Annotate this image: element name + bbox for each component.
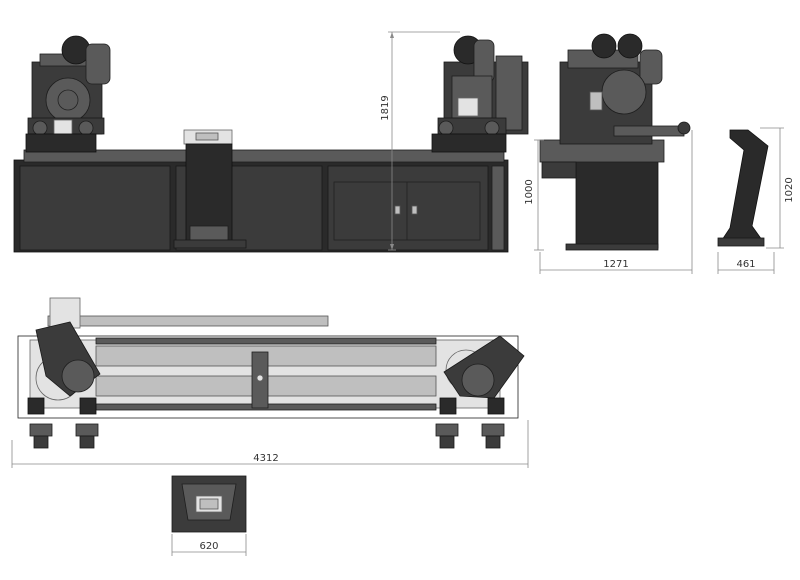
top-right-head (439, 335, 525, 415)
dimension-side-height: 1000 (524, 139, 544, 251)
dimension-profile-height: 1020 (760, 127, 795, 249)
control-width-label: 620 (199, 541, 218, 552)
overall-length-label: 4312 (253, 453, 278, 464)
profile-width-label: 461 (736, 259, 755, 270)
left-cutting-head (25, 35, 111, 153)
side-width-label: 1271 (603, 259, 628, 270)
dimension-side-width: 1271 (539, 130, 693, 274)
right-cutting-head (431, 35, 529, 153)
top-view: 4312 (11, 297, 529, 468)
top-left-head (27, 321, 101, 415)
front-height-label: 1819 (380, 95, 391, 120)
control-panel-view: 620 (171, 475, 247, 556)
dimension-front-height: 1819 (380, 31, 460, 251)
dimension-profile-width: 461 (717, 252, 775, 274)
dimension-overall-length: 4312 (11, 420, 529, 468)
front-view: 1819 (13, 31, 529, 253)
side-view: 1000 1271 (524, 33, 693, 274)
profile-support-view: 1020 461 (717, 127, 795, 274)
side-height-label: 1000 (524, 179, 535, 204)
dimension-control-width: 620 (171, 534, 247, 556)
profile-height-label: 1020 (784, 177, 795, 202)
